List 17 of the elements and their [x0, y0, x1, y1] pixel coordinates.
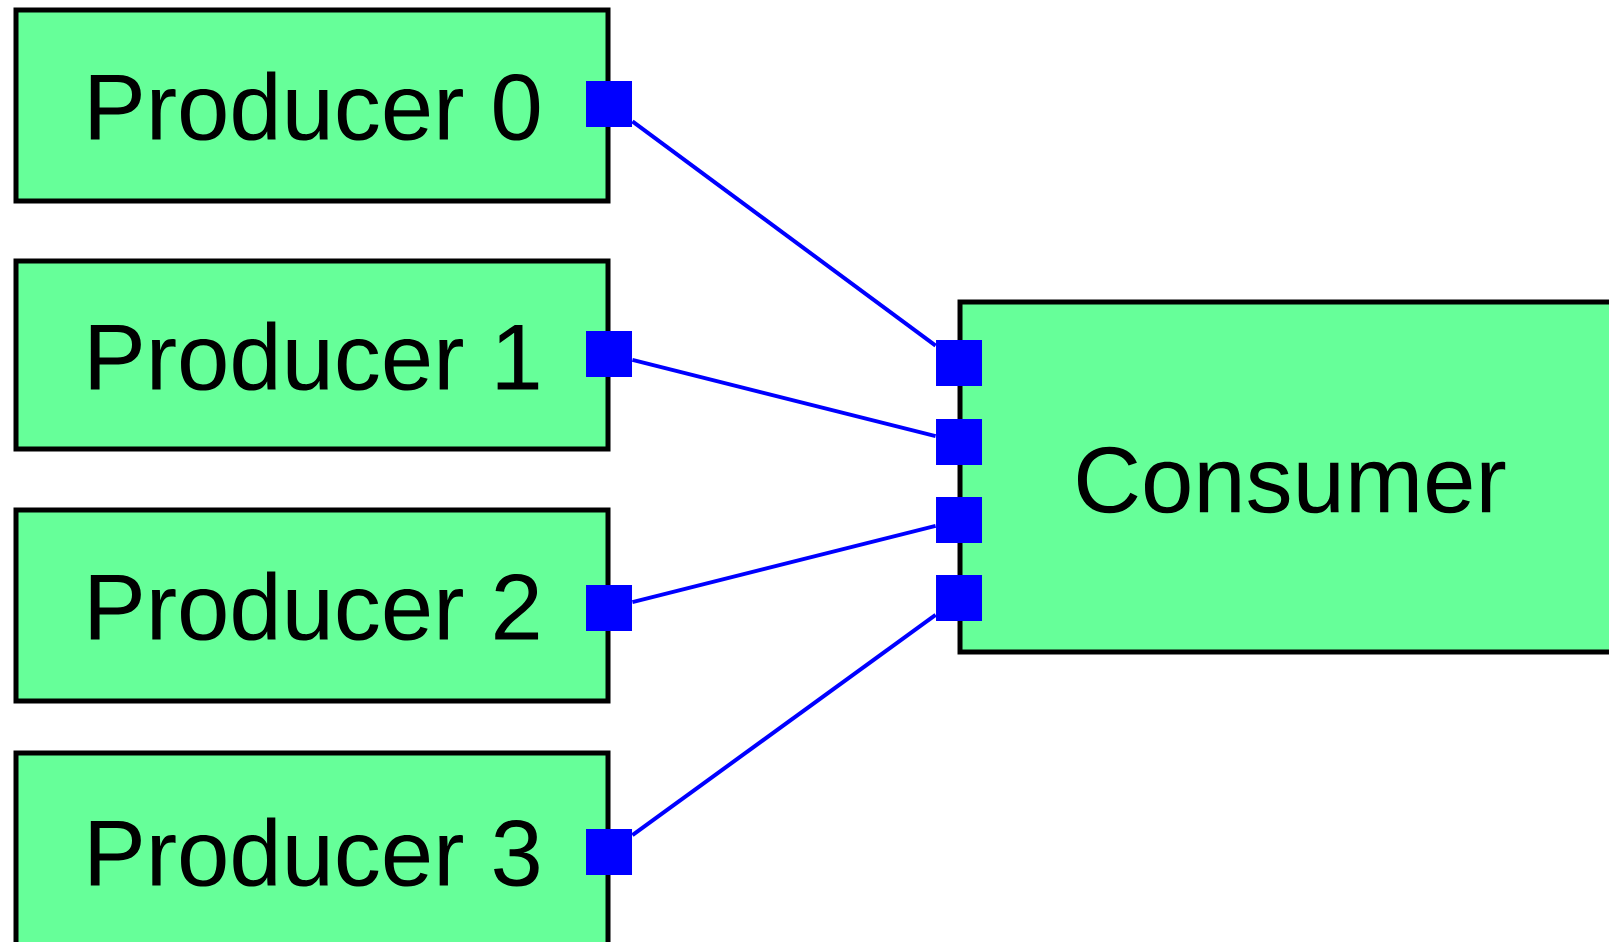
process-box: Consumer: [957, 299, 1609, 655]
process-box: Producer 1: [13, 258, 611, 452]
connector-line: [631, 357, 937, 439]
connector-line: [631, 523, 937, 605]
connector-line: [631, 613, 937, 837]
process-box: Producer 3: [13, 750, 611, 942]
port-square: [586, 331, 632, 377]
port-square: [586, 829, 632, 875]
connector-line: [631, 119, 937, 348]
port-square: [936, 419, 982, 465]
port-square: [586, 585, 632, 631]
port-square: [936, 575, 982, 621]
process-box: Producer 2: [13, 507, 611, 704]
port-square: [936, 340, 982, 386]
process-box: Producer 0: [13, 7, 611, 204]
port-square: [936, 497, 982, 543]
port-square: [586, 81, 632, 127]
